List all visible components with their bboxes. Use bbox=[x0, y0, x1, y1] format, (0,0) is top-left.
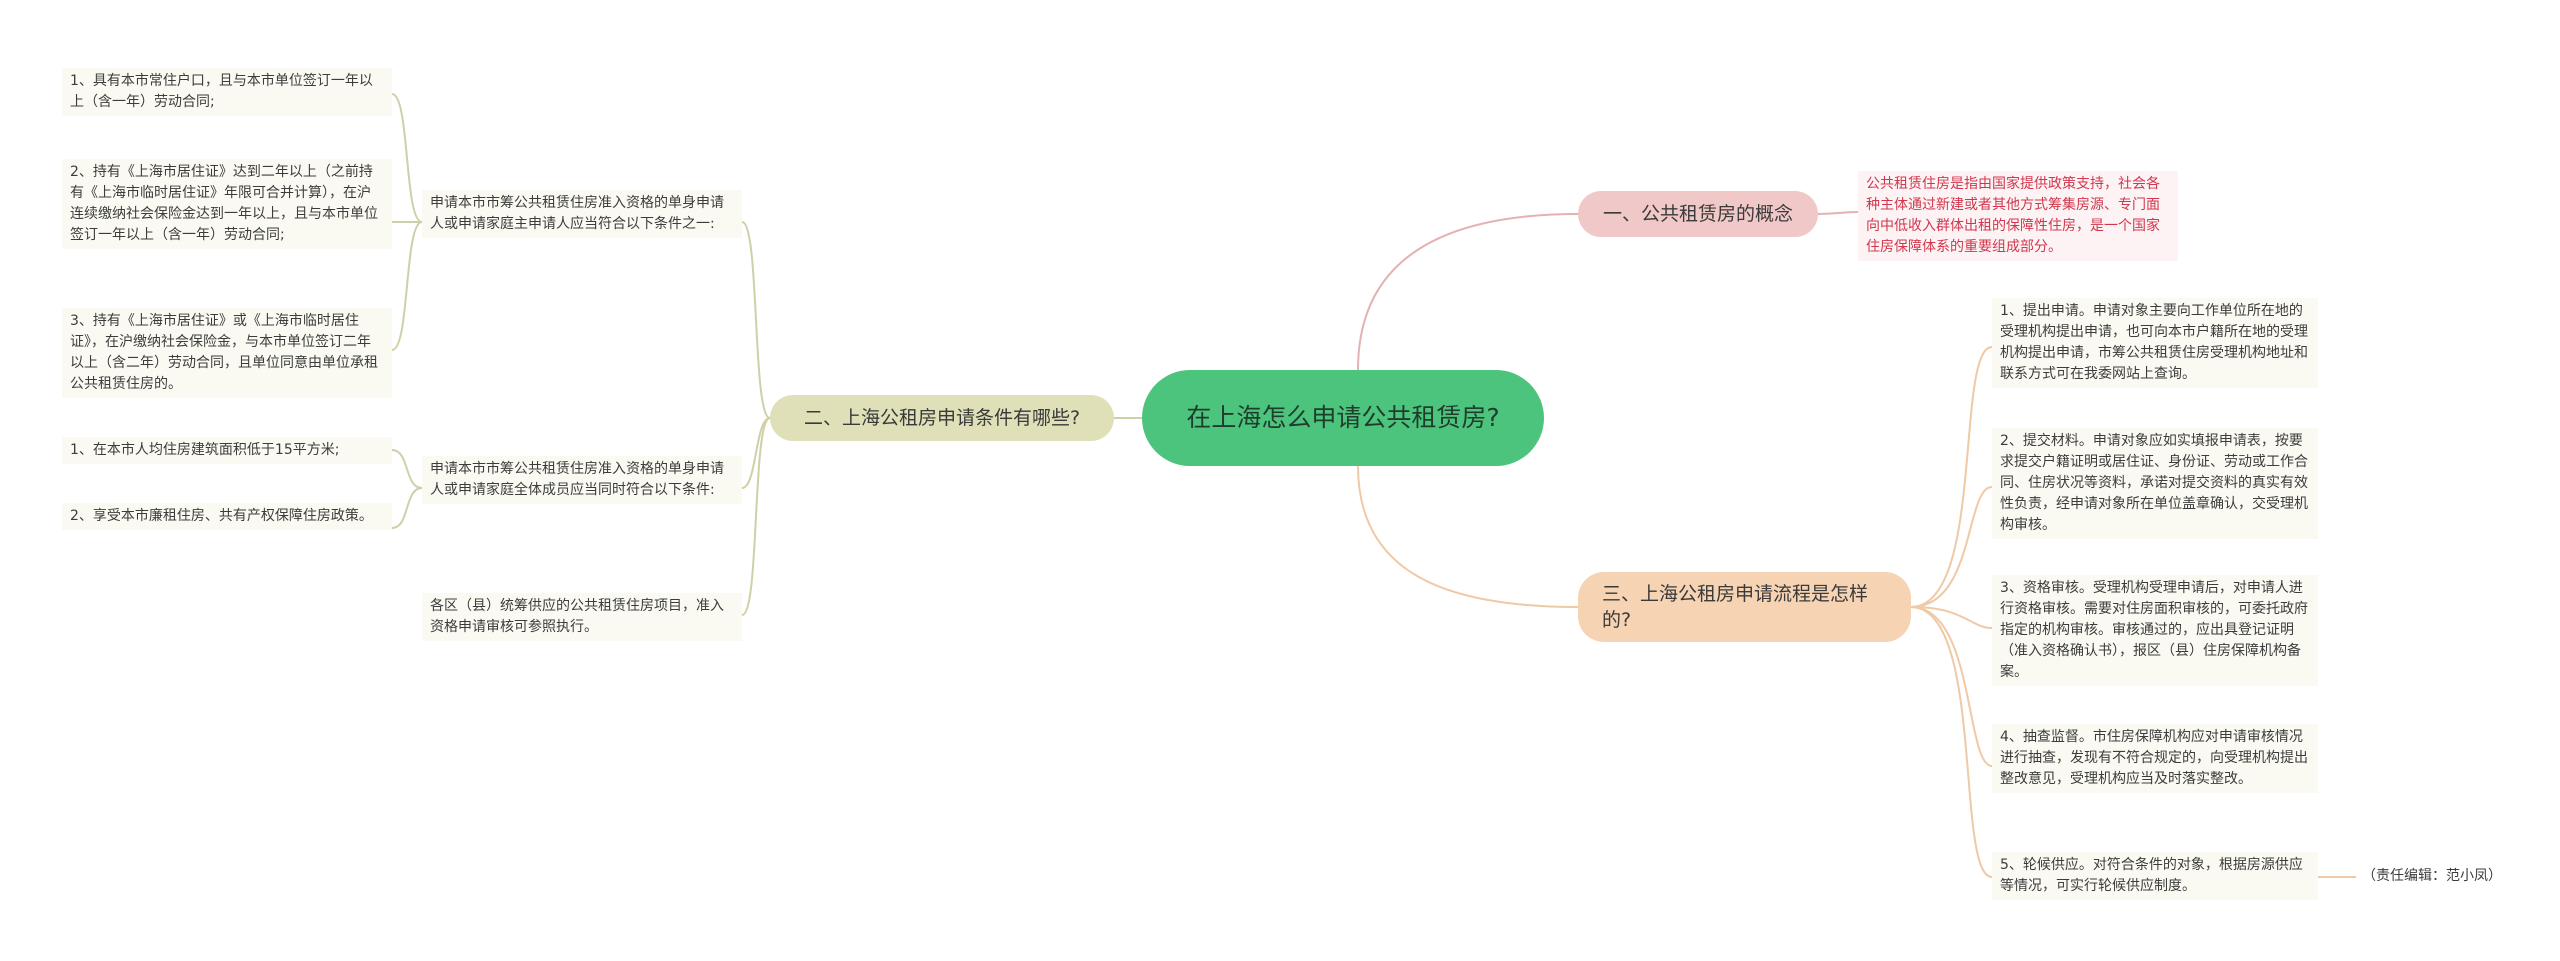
root-topic[interactable]: 在上海怎么申请公共租赁房? bbox=[1142, 370, 1544, 466]
edge-process-step2 bbox=[1910, 486, 1993, 608]
conditions-group2[interactable]: 申请本市市筹公共租赁住房准入资格的单身申请人或申请家庭全体成员应当同时符合以下条… bbox=[422, 456, 742, 504]
group1-item-3[interactable]: 3、持有《上海市居住证》或《上海市临时居住证》，在沪缴纳社会保险金，与本市单位签… bbox=[62, 308, 392, 398]
process-step-3[interactable]: 3、资格审核。受理机构受理申请后，对申请人进行资格审核。需要对住房面积审核的，可… bbox=[1992, 575, 2318, 686]
edge-group2-item1 bbox=[391, 449, 423, 489]
branch-conditions[interactable]: 二、上海公租房申请条件有哪些? bbox=[770, 395, 1114, 441]
process-step-5[interactable]: 5、轮候供应。对符合条件的对象，根据房源供应等情况，可实行轮候供应制度。 bbox=[1992, 852, 2318, 900]
process-step-4[interactable]: 4、抽查监督。市住房保障机构应对申请审核情况进行抽查，发现有不符合规定的，向受理… bbox=[1992, 724, 2318, 793]
edge-conditions-group2 bbox=[741, 417, 771, 489]
edge-process-step1 bbox=[1910, 346, 1993, 608]
edge-group1-item3 bbox=[391, 221, 423, 351]
group2-item-2[interactable]: 2、享受本市廉租住房、共有产权保障住房政策。 bbox=[62, 503, 392, 530]
group1-item-1[interactable]: 1、具有本市常住户口，且与本市单位签订一年以上（含一年）劳动合同; bbox=[62, 68, 392, 116]
edge-group1-item1 bbox=[391, 93, 423, 223]
edge-conditions-group3 bbox=[741, 417, 771, 616]
conditions-group3[interactable]: 各区（县）统筹供应的公共租赁住房项目，准入资格申请审核可参照执行。 bbox=[422, 593, 742, 641]
conditions-group1[interactable]: 申请本市市筹公共租赁住房准入资格的单身申请人或申请家庭主申请人应当符合以下条件之… bbox=[422, 190, 742, 238]
group1-item-2[interactable]: 2、持有《上海市居住证》达到二年以上（之前持有《上海市临时居住证》年限可合并计算… bbox=[62, 159, 392, 249]
process-step-2[interactable]: 2、提交材料。申请对象应如实填报申请表，按要求提交户籍证明或居住证、身份证、劳动… bbox=[1992, 428, 2318, 539]
editor-credit: （责任编辑：范小凤） bbox=[2362, 868, 2502, 884]
concept-definition[interactable]: 公共租赁住房是指由国家提供政策支持，社会各种主体通过新建或者其他方式筹集房源、专… bbox=[1858, 171, 2178, 261]
process-step-1[interactable]: 1、提出申请。申请对象主要向工作单位所在地的受理机构提出申请，也可向本市户籍所在… bbox=[1992, 298, 2318, 388]
edge-process-step5 bbox=[1910, 606, 1993, 878]
edge-process-step3 bbox=[1910, 606, 1993, 629]
edge-root-concept bbox=[1357, 213, 1579, 371]
edge-root-process bbox=[1357, 465, 1579, 608]
edge-concept-definition bbox=[1817, 211, 1859, 215]
edge-process-step4 bbox=[1910, 606, 1993, 767]
edge-conditions-group1 bbox=[741, 221, 771, 419]
branch-process[interactable]: 三、上海公租房申请流程是怎样的? bbox=[1578, 572, 1911, 642]
branch-concept[interactable]: 一、公共租赁房的概念 bbox=[1578, 191, 1818, 237]
group2-item-1[interactable]: 1、在本市人均住房建筑面积低于15平方米; bbox=[62, 437, 392, 464]
edge-group2-item2 bbox=[391, 487, 423, 529]
